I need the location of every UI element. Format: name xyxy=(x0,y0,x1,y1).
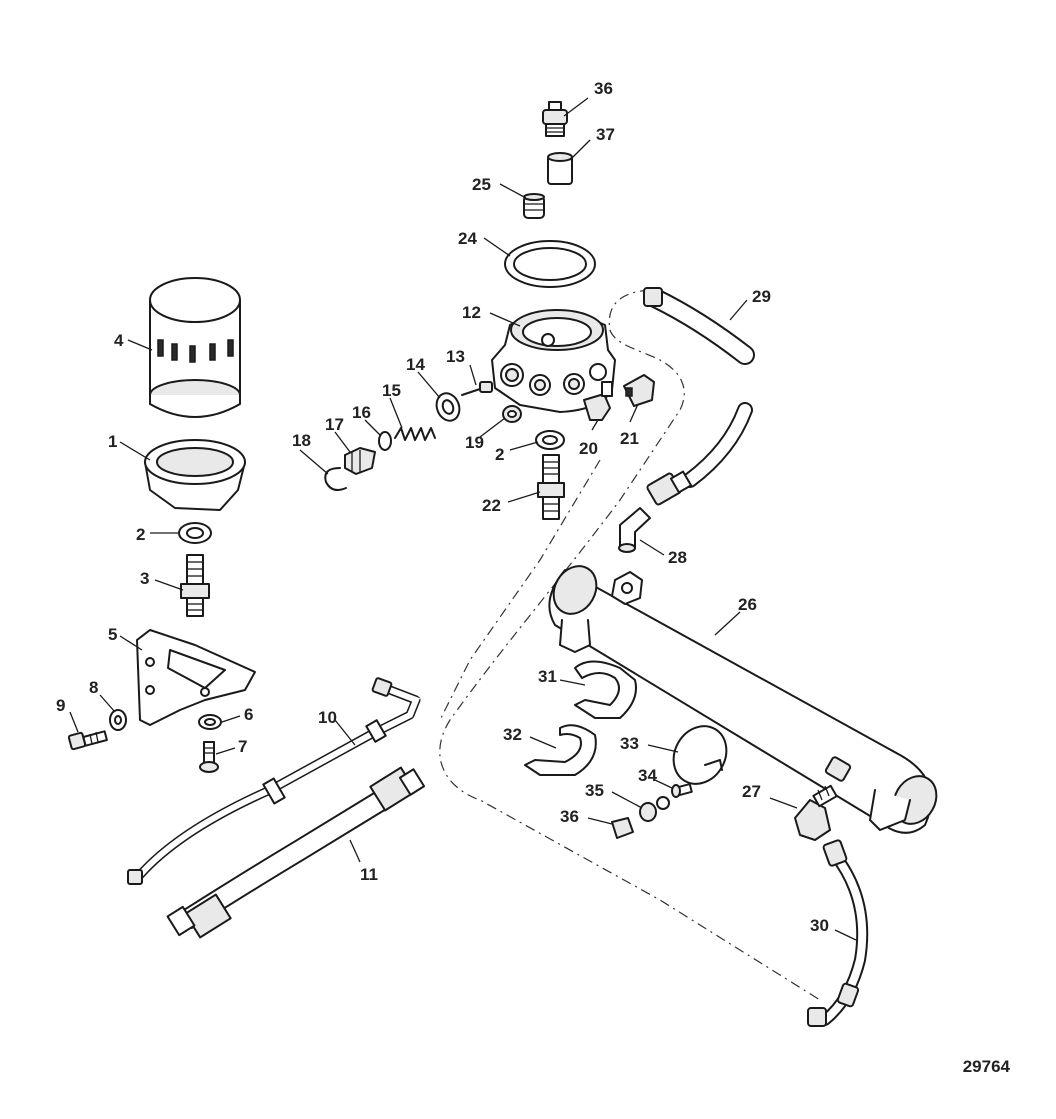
leader-lines xyxy=(69,97,857,941)
callout-27: 28 xyxy=(668,548,687,567)
callout-35: 36 xyxy=(560,807,579,826)
part-22-nipple xyxy=(537,454,565,520)
part-9-bolt xyxy=(67,730,108,751)
callout-10: 10 xyxy=(318,708,337,727)
part-24-plug xyxy=(523,193,545,219)
part-5-bracket xyxy=(136,629,256,726)
part-2-washer-lower xyxy=(178,522,212,544)
part-29-oil-line xyxy=(807,839,869,1027)
part-6-washer xyxy=(198,714,222,730)
part-19-nut xyxy=(502,405,522,423)
part-7-screw xyxy=(199,741,219,773)
part-13-pin xyxy=(461,381,493,396)
part-15-spring xyxy=(394,427,436,441)
callout-29: 30 xyxy=(810,916,829,935)
part-18-snap-ring xyxy=(324,467,347,491)
part-30-clamp xyxy=(574,660,637,719)
callout-23: 24 xyxy=(458,229,477,248)
callout-24: 25 xyxy=(472,175,491,194)
callout-6: 6 xyxy=(244,705,253,724)
callout-26: 27 xyxy=(742,782,761,801)
part-20-elbow xyxy=(583,381,613,421)
callout-25: 26 xyxy=(738,595,757,614)
callout-13: 13 xyxy=(446,347,465,366)
callout-22: 22 xyxy=(482,496,501,515)
callout-37: 37 xyxy=(596,125,615,144)
callout-14: 14 xyxy=(406,355,425,374)
part-34-washer xyxy=(639,796,670,822)
callout-4: 4 xyxy=(114,331,124,350)
callout-5: 5 xyxy=(108,625,117,644)
part-2-washer-upper xyxy=(535,430,565,450)
part-10-oil-line xyxy=(127,677,421,885)
callout-1: 1 xyxy=(108,432,117,451)
callout-15: 15 xyxy=(382,381,401,400)
part-8-washer xyxy=(109,709,127,731)
callout-16: 16 xyxy=(352,403,371,422)
callout-2-lower: 2 xyxy=(136,525,145,544)
part-36-fitting xyxy=(542,101,568,137)
part-17-valve-plug xyxy=(344,447,376,475)
part-12-adapter-housing xyxy=(491,309,616,413)
callout-21: 21 xyxy=(620,429,639,448)
part-37-sleeve xyxy=(547,152,573,185)
part-21-fitting xyxy=(623,374,655,407)
callout-7: 7 xyxy=(238,737,247,756)
callout-34: 35 xyxy=(585,781,604,800)
part-28-hose xyxy=(643,287,755,506)
callout-30: 31 xyxy=(538,667,557,686)
part-31-clamp xyxy=(524,724,597,776)
part-32-end-cap xyxy=(672,725,728,785)
callout-9: 9 xyxy=(56,696,65,715)
callout-28: 29 xyxy=(752,287,771,306)
callout-19: 19 xyxy=(465,433,484,452)
part-14-washer xyxy=(435,392,461,422)
callout-labels: 36 37 25 24 12 4 13 14 15 16 17 18 19 2 … xyxy=(56,79,829,935)
callout-12: 12 xyxy=(462,303,481,322)
part-1-adapter-base xyxy=(144,439,246,511)
callout-3: 3 xyxy=(140,569,149,588)
callout-8: 8 xyxy=(89,678,98,697)
callout-32: 33 xyxy=(620,734,639,753)
callout-20: 20 xyxy=(579,439,598,458)
part-25-oil-cooler xyxy=(548,565,938,834)
part-27-elbow xyxy=(618,507,651,553)
callout-11: 11 xyxy=(360,865,378,884)
callout-2-upper: 2 xyxy=(495,445,504,464)
part-3-nipple xyxy=(180,554,210,617)
part-26-elbow xyxy=(794,784,838,841)
part-33-fitting xyxy=(671,783,693,798)
callout-18: 18 xyxy=(292,431,311,450)
callout-17: 17 xyxy=(325,415,344,434)
part-23-gasket xyxy=(504,240,596,288)
callout-33: 34 xyxy=(638,766,657,785)
part-11-oil-hose xyxy=(166,766,426,939)
part-16-o-ring xyxy=(378,431,392,451)
callout-36: 36 xyxy=(594,79,613,98)
callout-31: 32 xyxy=(503,725,522,744)
routing-line-lower xyxy=(439,459,601,721)
figure-number: 29764 xyxy=(962,1057,1010,1076)
part-35-plug xyxy=(611,817,634,839)
part-4-oil-filter xyxy=(149,277,241,418)
routing-line-upper xyxy=(439,289,821,1001)
